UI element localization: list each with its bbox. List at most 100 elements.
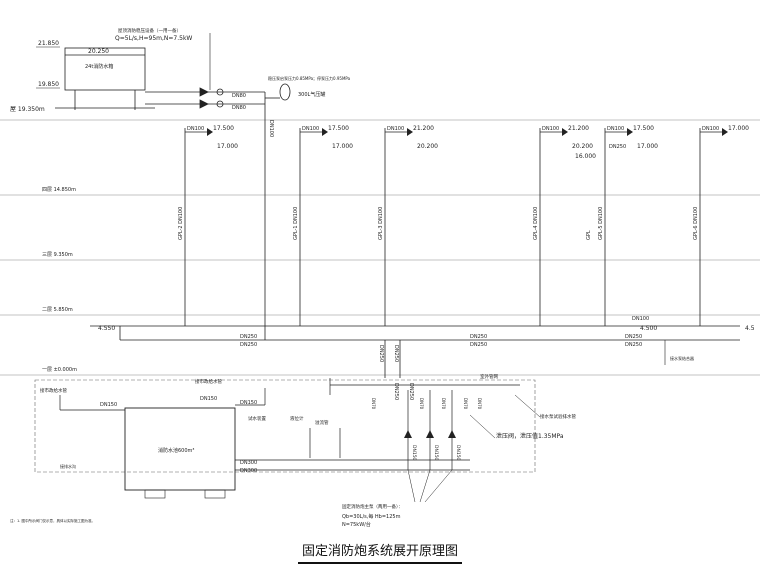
cannon-riser-label: GPL-4 DN100	[533, 207, 539, 240]
ring-far-elev: 4.5	[745, 325, 755, 332]
pump-unit-3: DN150	[455, 445, 461, 461]
roof-floor-level: 屋 19.350m	[10, 106, 45, 113]
roof-tank	[55, 47, 155, 110]
cannon-icon	[562, 128, 568, 136]
pressure-note: 泄压阀，泄压值1.35MPa	[496, 432, 564, 440]
outlet-pipe-4: DN70	[463, 398, 468, 410]
roof-riser-label: DN100	[268, 120, 274, 137]
cannon-elev-a: 17.500	[633, 125, 654, 132]
level-2-label: 二层 5.850m	[42, 307, 73, 313]
valve-label-1: DN80	[232, 93, 246, 99]
pump-room-boundary	[34, 379, 536, 473]
cannon-elev-a: 21.200	[413, 125, 434, 132]
level-left: 19.850	[38, 81, 59, 88]
vessel-note: 稳压泵启泵压力0.85MPa；停泵压力0.95MPa	[268, 75, 351, 81]
inlet-label: 接市政给水管	[40, 387, 67, 394]
cannon-extra: DN250	[609, 144, 626, 150]
footnote: 注：1. 图中所示阀门仅示意，具体以实际施工图为准。	[10, 518, 95, 523]
ring-pipe-label-6: DN250	[625, 342, 642, 348]
cannon-riser-label: GPL-1 DN100	[293, 207, 299, 240]
cannon-dn: DN100	[702, 126, 719, 132]
pump-unit-2: DN150	[433, 445, 439, 461]
cannon-riser-label: GPL-5 DN100	[598, 207, 604, 240]
ring-right-elev: 4.500	[640, 325, 657, 332]
pump-group-spec: Qb=30L/s,每 Hb=125m	[342, 513, 401, 520]
cannon-elev-a: 17.500	[328, 125, 349, 132]
pump-connectors	[384, 340, 401, 378]
adapter-note: 接水泵试验排水管	[540, 413, 576, 420]
pump-note-spec: Q=5L/s,H=95m,N=7.5kW	[115, 35, 192, 42]
connector-pipe-2: DN150	[240, 400, 257, 406]
stabilizing-pumps	[145, 87, 266, 109]
ring-main	[90, 325, 740, 341]
cannon-dn: DN100	[302, 126, 319, 132]
cannon-icon	[627, 128, 633, 136]
cannon-elev-b: 20.200	[417, 143, 438, 150]
pump-group-power: N=75kW/台	[342, 521, 371, 528]
ring-note: 接水泵结合器	[670, 355, 694, 361]
roof-tank-body	[64, 47, 146, 91]
outlet-pipe-1: DN70	[371, 398, 376, 410]
pump-note-title: 屋顶消防稳压设备（一用一备）	[118, 27, 181, 34]
level-top: 21.850	[38, 40, 59, 47]
ring-pipe-label-4: DN250	[470, 342, 487, 348]
drain-label: 接排水沟	[60, 463, 76, 469]
outlet-pipe-5: DN70	[477, 398, 482, 410]
outdoor-label: 室外管网	[480, 373, 498, 380]
cannon-dn: DN100	[607, 126, 624, 132]
cannon-riser2-label: GPL	[586, 230, 592, 240]
vessel-label: 300L气压罐	[298, 91, 325, 98]
outlet-pipe-2: DN70	[419, 398, 424, 410]
level-gauge-label: 液位计	[290, 415, 304, 422]
ring-pipe-label-2: DN250	[240, 342, 257, 348]
cannon-icon	[322, 128, 328, 136]
overflow-label: 溢流管	[315, 419, 329, 426]
diagram-title-text: 固定消防炮系统展开原理图	[297, 544, 462, 564]
cannon-dn: DN100	[187, 126, 204, 132]
inlet-pipe: DN150	[100, 402, 117, 408]
cannon-riser-label: GPL-3 DN100	[378, 207, 384, 240]
header-pipe-2: DN250	[408, 383, 414, 400]
cannon-riser-label: GPL-2 DN100	[178, 207, 184, 240]
outlet-pipe-3: DN70	[441, 398, 446, 410]
cannon-dn: DN100	[387, 126, 404, 132]
roof-tank-label: 24t消防水箱	[85, 63, 113, 70]
cannon-elev-c: 16.000	[575, 153, 596, 160]
cannon-elev-b: 20.200	[572, 143, 593, 150]
cannon-elev-a: 21.200	[568, 125, 589, 132]
level-water: 20.250	[88, 48, 109, 55]
valve-label-2: DN80	[232, 105, 246, 111]
cannon-icon	[407, 128, 413, 136]
connector-label-1: DN250	[378, 345, 384, 362]
test-label: 试水装置	[248, 415, 266, 422]
pump-unit-1: DN150	[411, 445, 417, 461]
cannon-elev-b: 17.000	[637, 143, 658, 150]
level-3-label: 三层 9.350m	[42, 252, 73, 258]
header-pipe-1: DN250	[393, 383, 399, 400]
pump-icon	[199, 87, 209, 97]
connector-label-2: DN250	[393, 345, 399, 362]
pool-label: 消防水池600m³	[158, 447, 194, 454]
diagram-title: 固定消防炮系统展开原理图	[0, 540, 760, 564]
floor-lines	[0, 119, 760, 376]
cannon-elev-b: 17.000	[332, 143, 353, 150]
level-4-label: 四层 14.850m	[42, 187, 76, 193]
cannon-icon	[722, 128, 728, 136]
cannon-dn: DN100	[542, 126, 559, 132]
pump-icon	[199, 99, 209, 109]
cannon-elev-b: 17.000	[217, 143, 238, 150]
ring-pipe-label-5: DN250	[625, 334, 642, 340]
pump-group-title: 固定消防炮主泵（两用一备）：	[342, 503, 403, 510]
fire-pool	[124, 407, 236, 491]
ring-left-elev: 4.550	[98, 325, 115, 332]
cannon-icon	[207, 128, 213, 136]
cannon-riser-label: GPL-6 DN100	[693, 207, 699, 240]
cannon-elev-a: 17.500	[213, 125, 234, 132]
cannon-elev-a: 17.000	[728, 125, 749, 132]
ring-pipe-label-1: DN250	[240, 334, 257, 340]
suction-pipe-1: DN300	[240, 460, 257, 466]
ring-pipe-label-3: DN250	[470, 334, 487, 340]
connector-pipe-1: DN150	[200, 396, 217, 402]
